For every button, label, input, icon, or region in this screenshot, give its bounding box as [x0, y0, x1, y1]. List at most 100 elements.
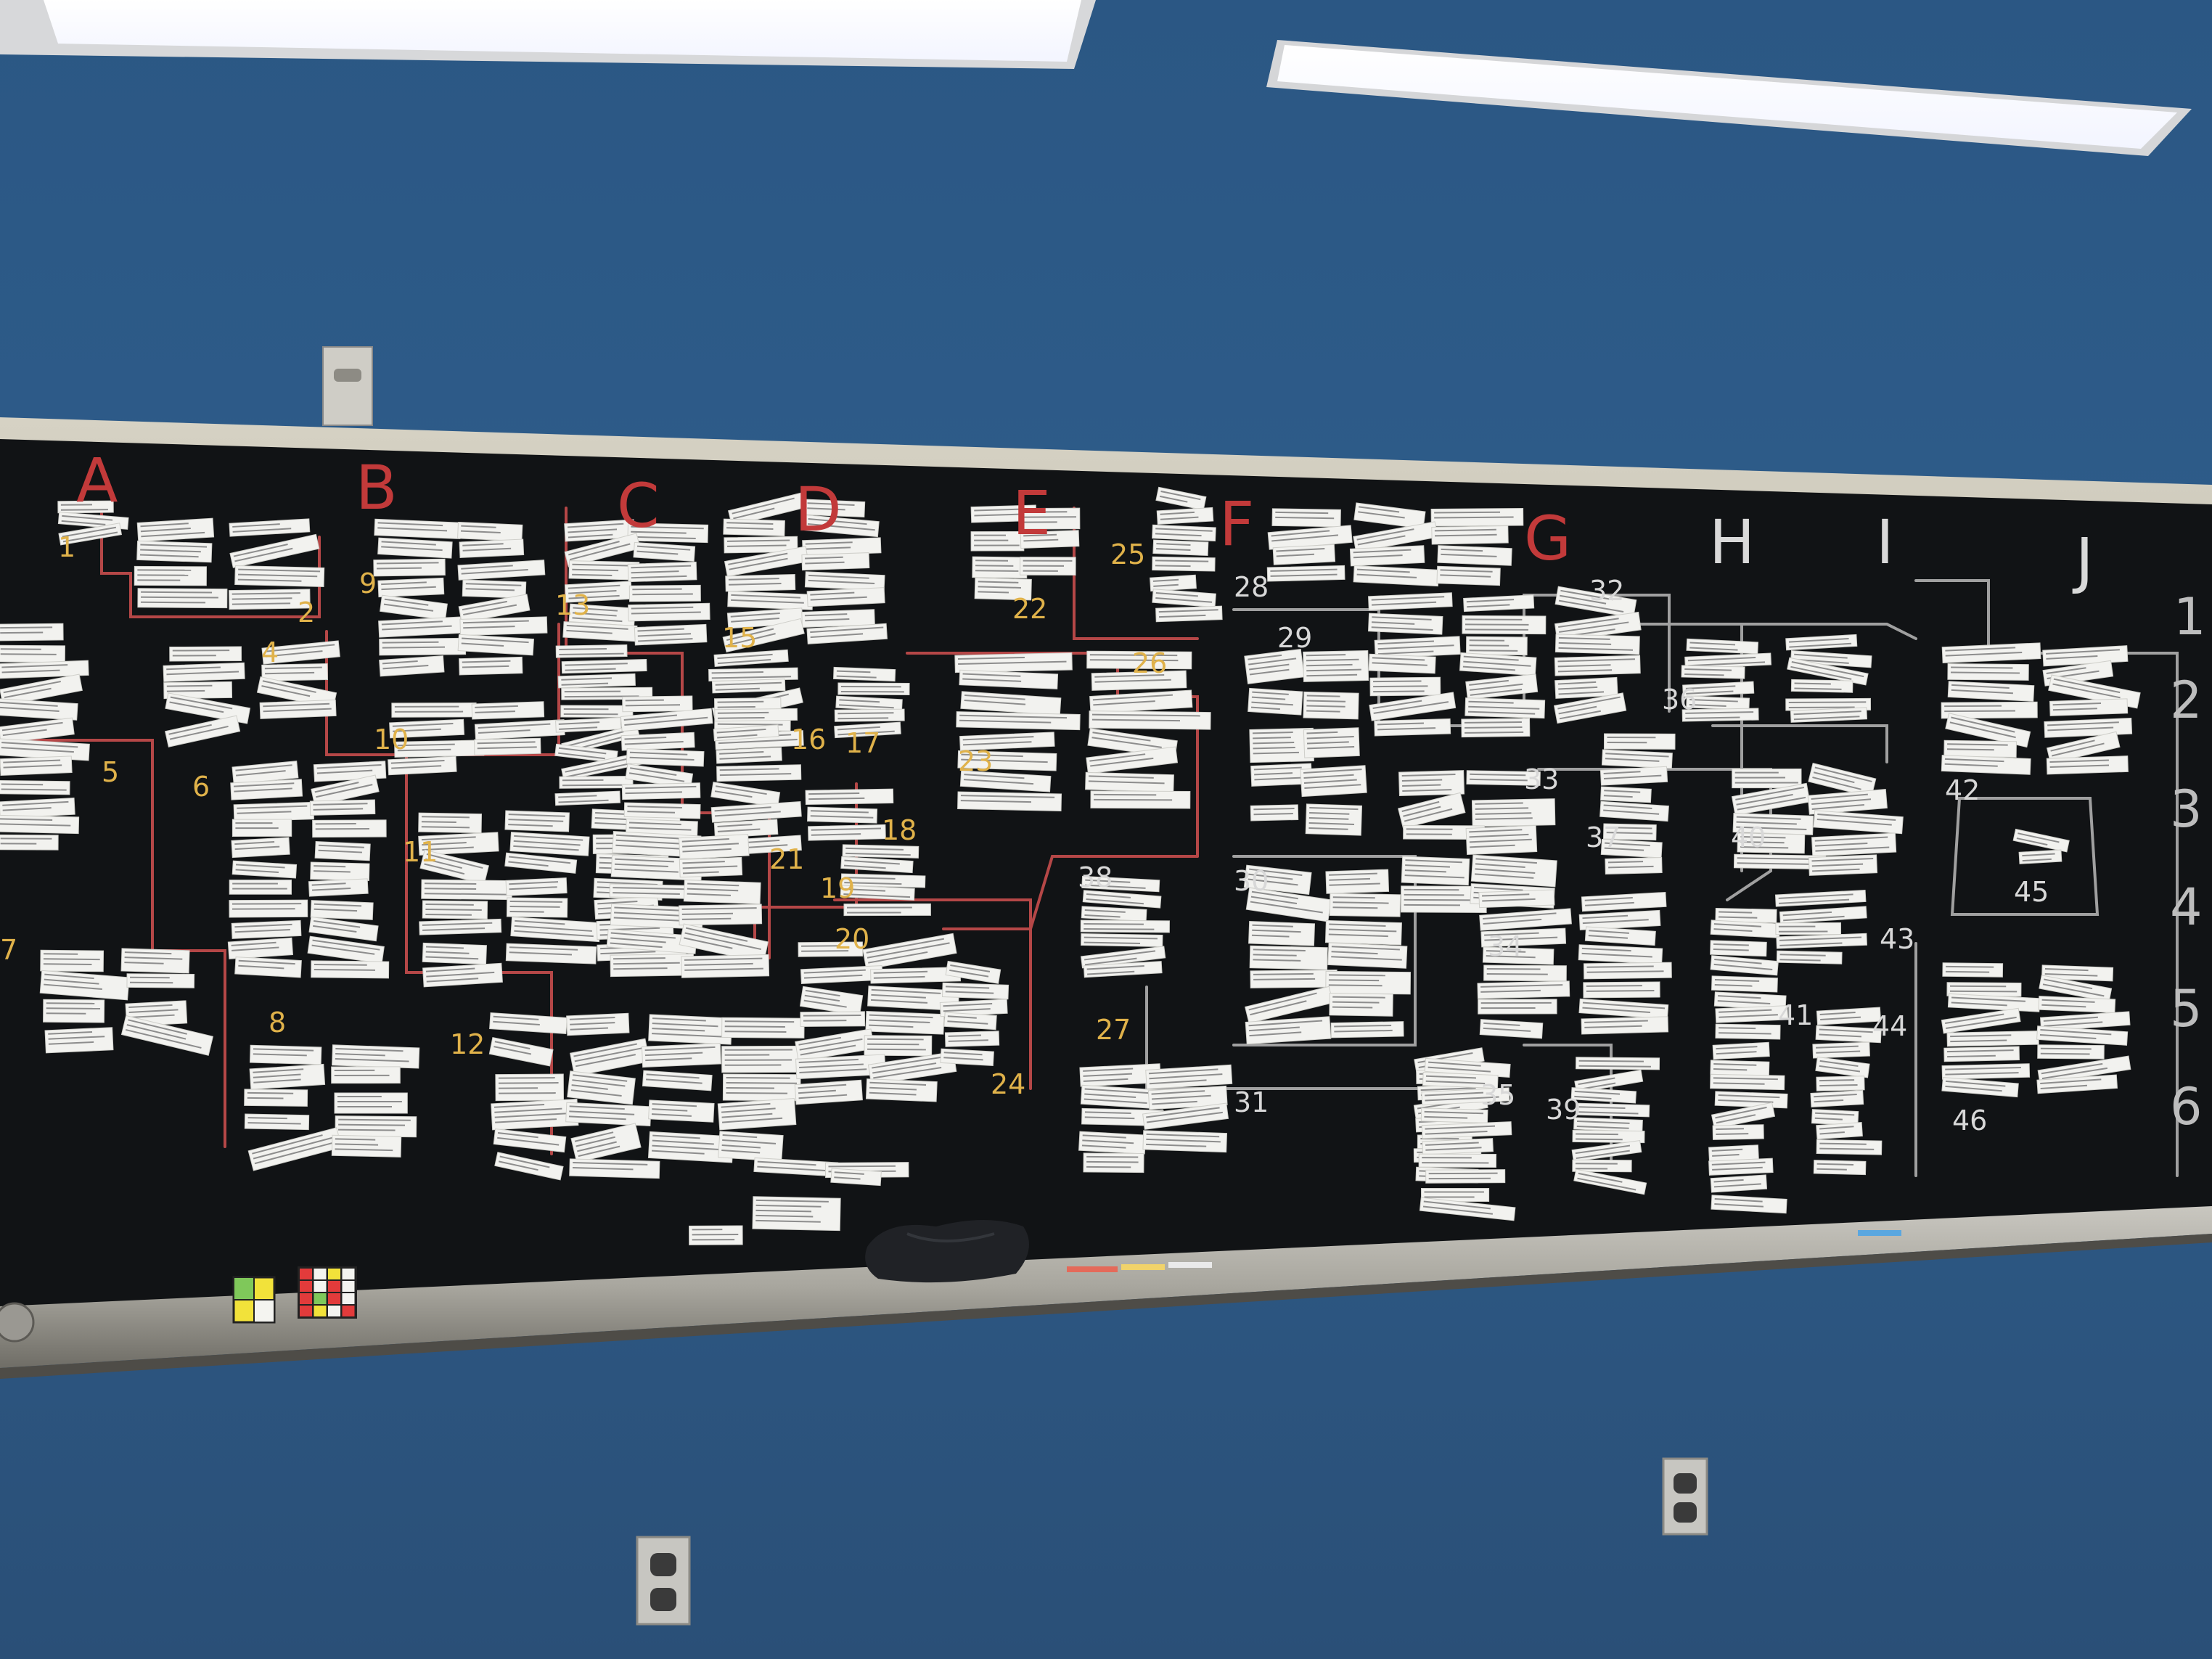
paper-slip	[1086, 746, 1179, 774]
paper-slip	[1431, 525, 1509, 545]
paper-slip	[1790, 707, 1868, 723]
paper-slip	[1686, 695, 1750, 710]
paper-slip	[1436, 565, 1501, 586]
paper-slip	[0, 797, 75, 819]
paper-slip	[957, 791, 1062, 811]
paper-slip	[1081, 906, 1147, 922]
group-number-9: 9	[359, 568, 377, 599]
paper-slip	[940, 1048, 994, 1066]
paper-slip	[422, 942, 487, 965]
paper-slip	[310, 900, 374, 920]
paper-slip	[230, 779, 303, 800]
paper-slip	[606, 928, 697, 954]
paper-slip	[724, 546, 809, 577]
cube-sticker	[300, 1281, 312, 1292]
paper-slip	[0, 623, 64, 642]
paper-slip	[1581, 891, 1667, 912]
paper-slip	[457, 634, 535, 656]
paper-slip	[794, 1079, 863, 1105]
paper-slip	[1681, 708, 1759, 722]
paper-slip	[727, 492, 806, 526]
paper-slip	[621, 782, 701, 800]
small-puzzle-cube	[232, 1276, 276, 1324]
paper-slip	[1581, 1016, 1669, 1035]
paper-slip	[0, 738, 90, 761]
paper-slip	[679, 856, 743, 878]
paper-slip	[457, 560, 546, 581]
paper-slip	[1708, 1144, 1759, 1162]
paper-slip	[421, 879, 512, 901]
paper-slip	[1083, 961, 1163, 978]
paper-slip	[559, 776, 634, 789]
paper-slip	[1947, 663, 2029, 681]
column-letter-h: H	[1709, 507, 1756, 578]
paper-slip	[959, 770, 1052, 792]
paper-slip	[1081, 1107, 1164, 1127]
paper-slip	[491, 1098, 579, 1131]
paper-slip	[1152, 589, 1216, 608]
row-number-1: 1	[2174, 587, 2206, 647]
paper-slip	[1465, 636, 1528, 656]
paper-slip	[1466, 770, 1541, 786]
paper-slip	[1737, 832, 1806, 854]
paper-slip	[1081, 875, 1160, 893]
paper-slip	[840, 873, 926, 888]
paper-slip	[721, 1017, 805, 1039]
paper-slip	[1465, 697, 1546, 719]
paper-slip	[0, 673, 83, 706]
paper-slip	[867, 986, 960, 1012]
column-letter-a: A	[76, 445, 118, 516]
paper-slip	[495, 1073, 565, 1102]
paper-slip	[648, 1014, 733, 1045]
paper-slip	[1349, 545, 1425, 567]
paper-slip	[805, 788, 894, 806]
paper-slip	[1483, 964, 1567, 982]
paper-slip	[1080, 1084, 1165, 1110]
paper-slip	[1142, 1130, 1228, 1153]
paper-slip	[1369, 676, 1441, 697]
paper-slip	[713, 649, 789, 667]
paper-slip	[1422, 1138, 1494, 1155]
paper-slip	[231, 919, 302, 939]
paper-slip	[373, 558, 446, 577]
group-number-13: 13	[555, 589, 591, 621]
paper-slip	[564, 533, 641, 568]
group-number-11: 11	[403, 836, 438, 868]
paper-slip	[1080, 919, 1170, 933]
paper-slip	[834, 708, 905, 722]
cube-sticker	[314, 1269, 327, 1279]
row-number-4: 4	[2170, 877, 2203, 937]
paper-slip	[1401, 856, 1470, 886]
paper-slip	[2039, 975, 2113, 1002]
paper-slip	[493, 1128, 567, 1153]
paper-slip	[1329, 893, 1401, 917]
paper-slip	[609, 883, 700, 900]
group-number-37: 37	[1586, 822, 1621, 853]
paper-slip	[1584, 926, 1656, 946]
paper-slip	[1249, 727, 1314, 763]
paper-slip	[1731, 782, 1811, 816]
paper-slip	[557, 673, 636, 689]
paper-slip	[229, 899, 308, 918]
paper-slip	[1155, 605, 1223, 623]
paper-slip	[798, 941, 864, 957]
group-number-21: 21	[769, 843, 805, 875]
paper-slip	[1941, 1077, 2019, 1098]
paper-slip	[634, 623, 708, 646]
paper-slip	[960, 691, 1062, 716]
paper-slip	[1480, 927, 1567, 948]
paper-slip	[1147, 1085, 1228, 1110]
paper-slip	[943, 1012, 997, 1031]
paper-slip	[1248, 687, 1303, 716]
paper-slip	[1085, 771, 1174, 792]
paper-slip	[939, 999, 1008, 1017]
paper-slip	[234, 565, 325, 588]
paper-slip	[1570, 1087, 1637, 1104]
paper-slip	[380, 594, 448, 620]
paper-slip	[1244, 648, 1305, 684]
paper-slip	[1571, 1140, 1642, 1163]
paper-slip	[1790, 679, 1853, 693]
paper-slip	[1599, 800, 1669, 822]
group-number-12: 12	[450, 1028, 486, 1060]
paper-slip	[1248, 921, 1316, 946]
